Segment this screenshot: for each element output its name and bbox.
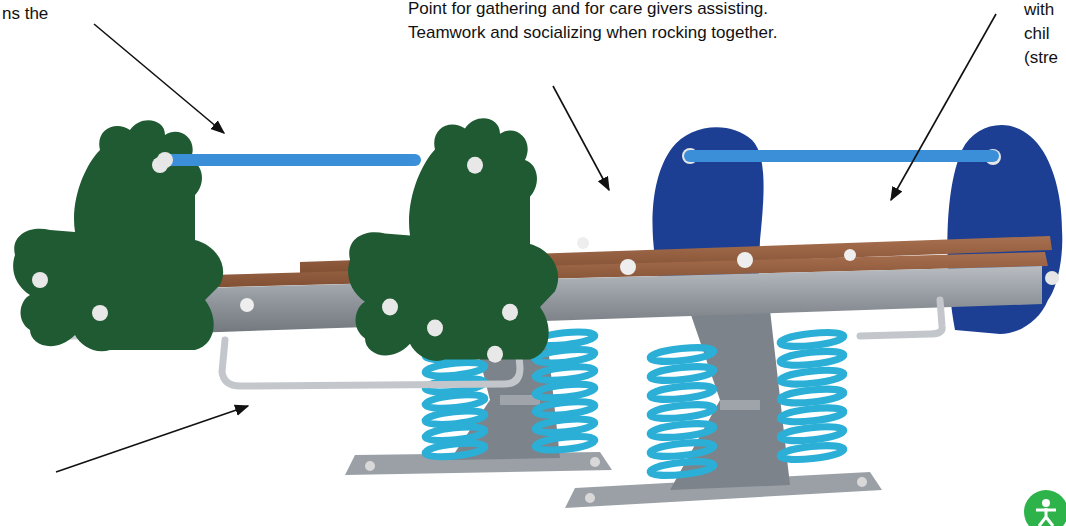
leader-lines: [56, 14, 996, 472]
spring-coil: [780, 387, 845, 406]
spring-coil: [650, 402, 715, 421]
spring-coil: [650, 383, 715, 402]
spring-coil: [535, 417, 596, 435]
bolt: [737, 252, 753, 268]
spring-coil: [780, 406, 845, 425]
bolt: [93, 306, 107, 320]
logo-figure: [1036, 508, 1056, 526]
bolt: [427, 320, 443, 337]
bolt: [590, 457, 600, 467]
support-bar: [720, 400, 760, 410]
bolt: [240, 298, 254, 312]
spring-coil: [650, 421, 715, 440]
logo-disc: [1024, 490, 1066, 526]
bolt: [92, 305, 108, 321]
spring-coil: [535, 434, 596, 452]
bolt: [1045, 271, 1059, 285]
hand-bar: [165, 154, 415, 166]
spring-coil: [535, 399, 596, 417]
bolt: [502, 304, 518, 321]
spring-coil: [780, 443, 845, 462]
spring-coil: [780, 424, 845, 443]
spring-coil: [650, 440, 715, 459]
bolt: [857, 477, 867, 487]
bolt: [585, 493, 595, 503]
callout-text: ns the: [2, 2, 92, 26]
foot-handle: [860, 300, 942, 336]
callout-text: with chil (stre: [1024, 0, 1064, 70]
spring-coil: [535, 364, 596, 382]
leader-line: [94, 24, 224, 133]
leader-line: [891, 14, 996, 200]
hand-bar: [690, 150, 993, 162]
spring-coil: [425, 441, 486, 459]
spring-coil: [535, 382, 596, 400]
springs: [425, 330, 845, 478]
bolt: [620, 259, 636, 275]
callout-text: Point for gathering and for care givers …: [408, 0, 848, 45]
spring-coil: [780, 330, 845, 349]
brand-logo: [1024, 490, 1066, 526]
bolt: [577, 237, 589, 249]
leader-line: [56, 406, 248, 472]
handles: [222, 300, 942, 386]
frog-panels: [13, 118, 558, 362]
spring-coil: [650, 459, 715, 478]
spring-coil: [780, 368, 845, 387]
leader-line: [553, 86, 609, 190]
bolt: [487, 346, 503, 363]
bolt: [382, 299, 398, 316]
bolt: [844, 249, 856, 261]
bolt: [365, 461, 375, 471]
logo-figure: [1042, 499, 1050, 507]
spring-coil: [650, 345, 715, 364]
spring-coil: [780, 349, 845, 368]
spring-coil: [650, 364, 715, 383]
bolt: [467, 157, 483, 174]
bolt: [157, 152, 173, 168]
bolt: [32, 272, 48, 288]
